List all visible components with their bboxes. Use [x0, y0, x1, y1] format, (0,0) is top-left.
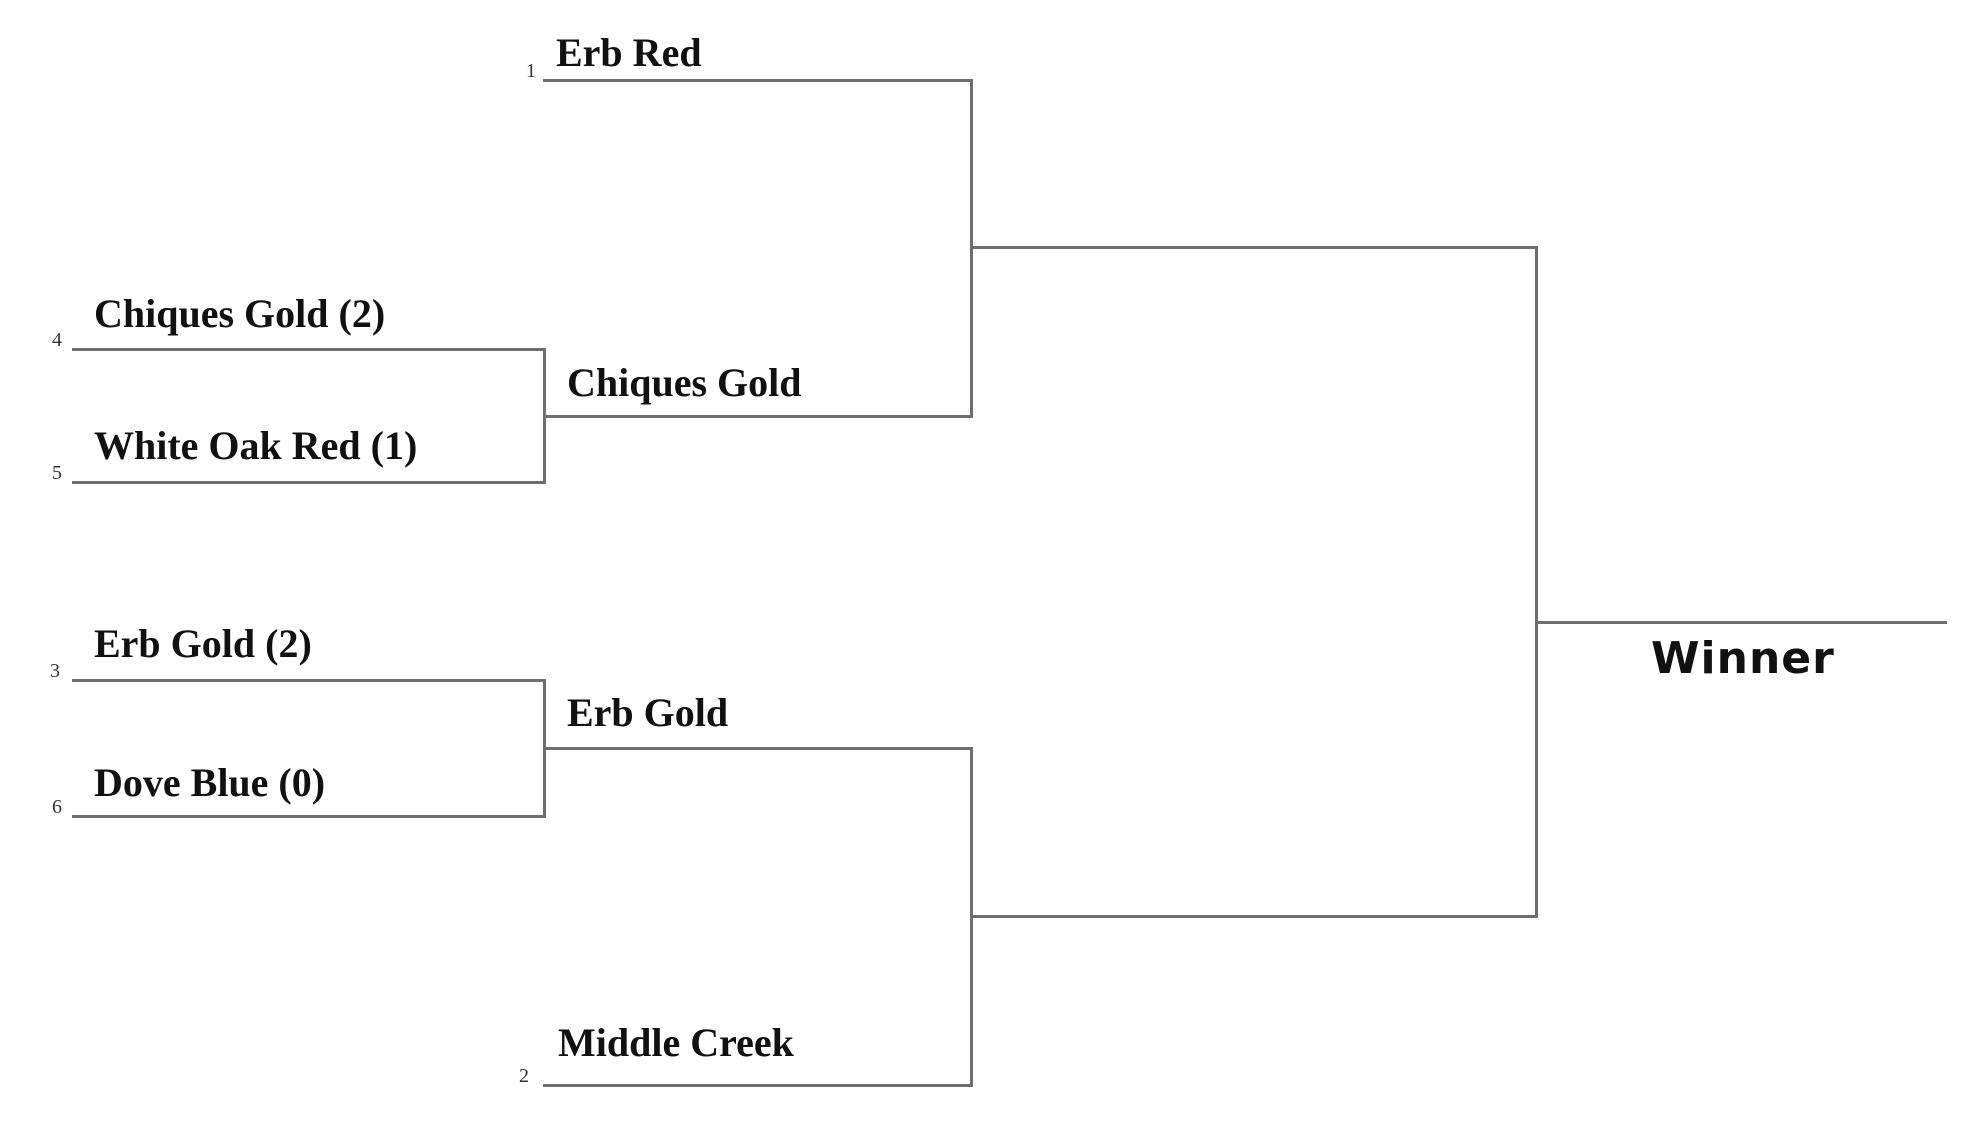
- seed-number: 1: [526, 60, 536, 82]
- team-name: White Oak Red (1): [94, 423, 418, 468]
- winner-label: Winner: [1651, 633, 1835, 684]
- team-name: Erb Red: [556, 30, 702, 75]
- seed-number: 5: [52, 462, 62, 484]
- seed-number: 2: [519, 1065, 529, 1087]
- bracket-line: [543, 747, 972, 750]
- bracket-line: [1535, 246, 1538, 918]
- seed-number: 4: [52, 329, 62, 351]
- team-name: Chiques Gold (2): [94, 291, 386, 336]
- bracket-line: [543, 79, 972, 82]
- bracket-line: [72, 348, 545, 351]
- bracket-line: [970, 915, 1537, 918]
- team-name: Chiques Gold: [567, 360, 802, 405]
- bracket-line: [72, 815, 545, 818]
- team-name: Erb Gold (2): [94, 621, 312, 666]
- bracket-line: [543, 1084, 972, 1087]
- bracket-line: [1535, 621, 1947, 624]
- team-name: Erb Gold: [567, 690, 729, 735]
- bracket-line: [970, 246, 1537, 249]
- team-name: Middle Creek: [558, 1020, 794, 1065]
- bracket-line: [543, 415, 972, 418]
- team-name: Dove Blue (0): [94, 760, 326, 805]
- seed-number: 3: [50, 660, 60, 682]
- seed-number: 6: [52, 796, 62, 818]
- bracket-line: [72, 679, 545, 682]
- bracket-line: [72, 481, 545, 484]
